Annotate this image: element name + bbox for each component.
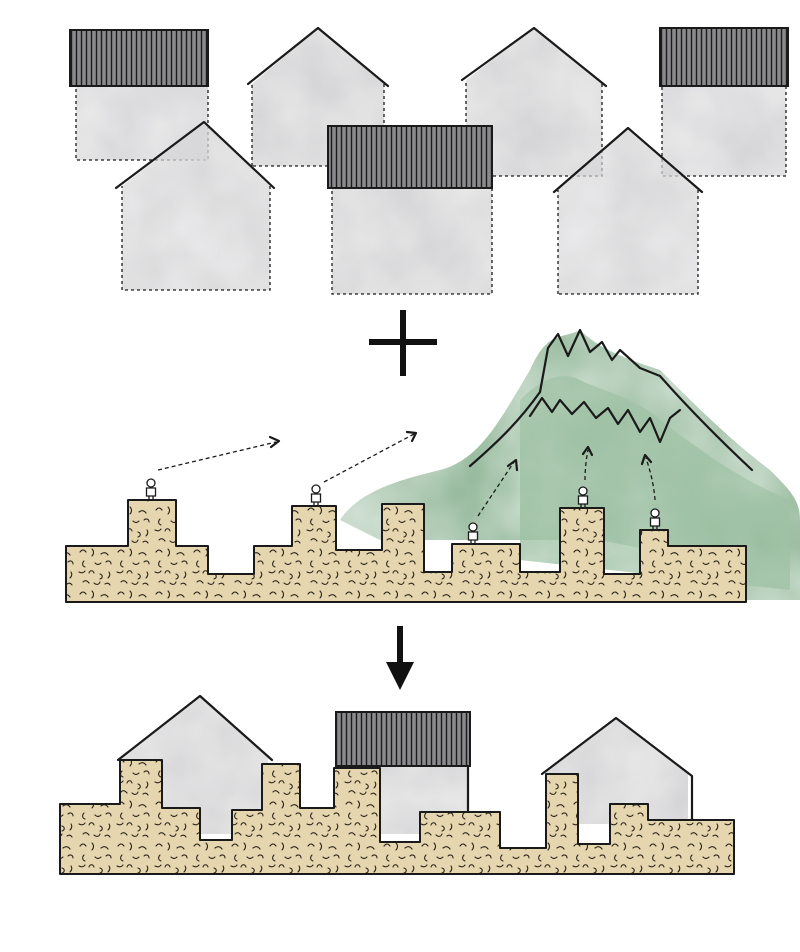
person-icon: [467, 522, 479, 546]
house-group: [69, 26, 789, 295]
gable-house: [540, 716, 694, 824]
terrain-block: [59, 759, 735, 875]
flat-roof-house: [659, 27, 789, 177]
person-icon: [145, 478, 157, 502]
landscape-section: [65, 328, 800, 603]
plus-icon: [369, 310, 437, 376]
terrain-block: [65, 499, 747, 603]
flat-roof-house: [69, 29, 209, 161]
gable-house: [552, 126, 704, 295]
arrow-down-icon: [386, 626, 414, 690]
person-icon: [310, 484, 322, 508]
gable-house: [114, 120, 276, 291]
view-lines: [157, 430, 656, 517]
result-section: [59, 694, 735, 875]
flat-roof-house: [327, 125, 493, 295]
